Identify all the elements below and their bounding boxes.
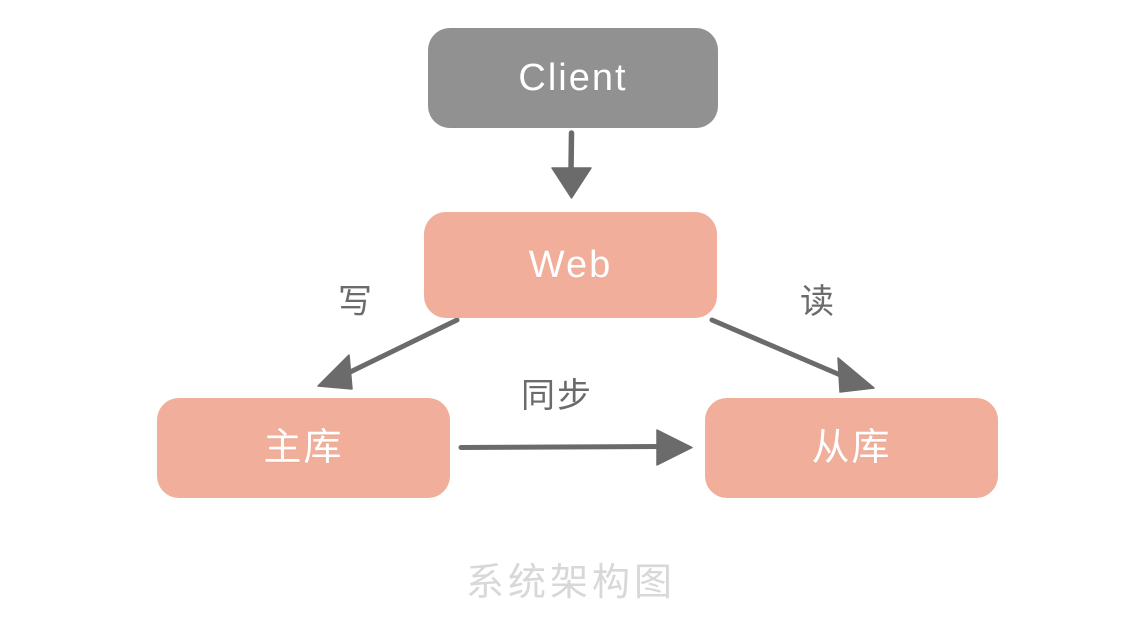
- diagram-caption: 系统架构图: [465, 562, 676, 604]
- edge-master-to-slave: [458, 429, 693, 466]
- edge-label-write: 写: [338, 283, 374, 321]
- edge-client-to-web: [551, 130, 592, 199]
- edge-web-to-master: [317, 317, 460, 390]
- node-client[interactable]: Client: [428, 28, 718, 128]
- node-slave-database[interactable]: 从库: [705, 398, 998, 498]
- edge-web-to-slave: [709, 317, 875, 393]
- node-master-database-label: 主库: [263, 427, 344, 469]
- edge-label-read: 读: [800, 283, 836, 321]
- node-web[interactable]: Web: [424, 212, 717, 318]
- node-client-label: Client: [518, 57, 628, 99]
- node-slave-database-label: 从库: [811, 427, 892, 469]
- edge-label-sync: 同步: [521, 377, 593, 415]
- node-master-database[interactable]: 主库: [157, 398, 450, 498]
- node-web-label: Web: [528, 244, 613, 286]
